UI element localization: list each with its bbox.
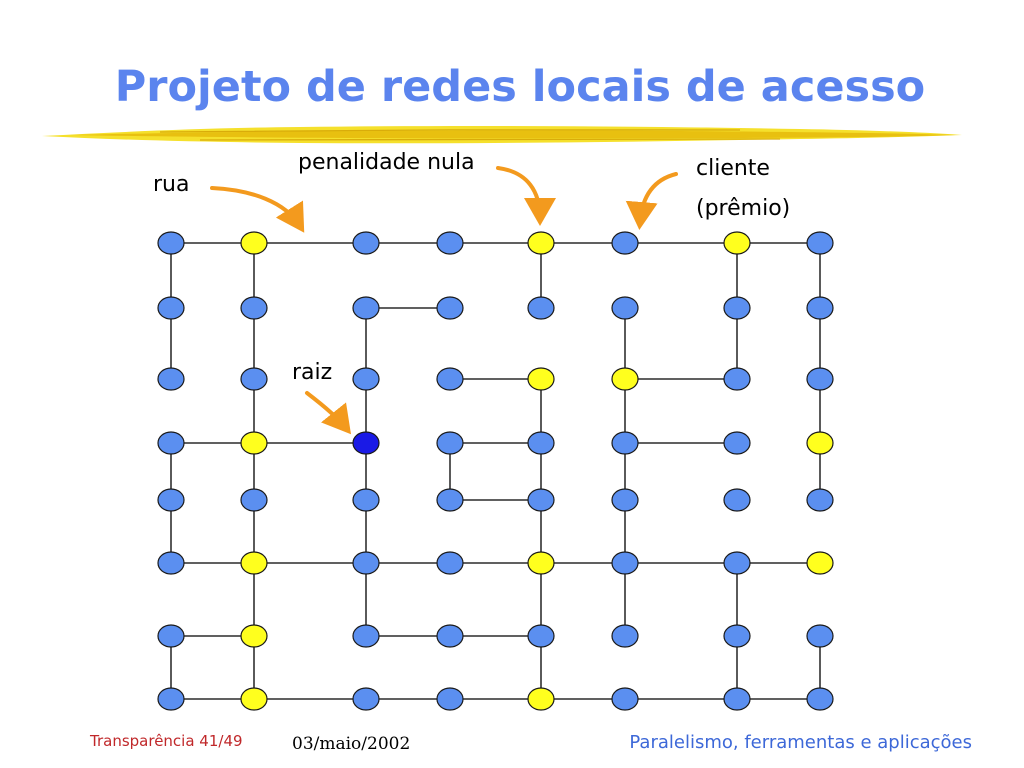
graph-node-street [806, 624, 834, 648]
graph-node-client [240, 551, 268, 575]
footer-date: 03/maio/2002 [292, 734, 411, 754]
graph-node-street [352, 296, 380, 320]
graph-node-street [527, 296, 555, 320]
graph-node-client [723, 231, 751, 255]
graph-node-street [352, 551, 380, 575]
edge-layer [170, 242, 821, 700]
graph-node-street [611, 231, 639, 255]
graph-node-street [436, 551, 464, 575]
label-raiz: raiz [292, 360, 333, 385]
graph-node-client [240, 431, 268, 455]
graph-node-street [611, 431, 639, 455]
graph-node-street [352, 231, 380, 255]
graph-node-street [436, 296, 464, 320]
graph-node-street [157, 296, 185, 320]
title-underline-brush [42, 125, 962, 144]
graph-node-street [157, 551, 185, 575]
footer-course-title: Paralelismo, ferramentas e aplicações [629, 732, 972, 753]
graph-node-street [806, 488, 834, 512]
graph-node-street [723, 687, 751, 711]
graph-node-client [240, 687, 268, 711]
label-rua: rua [153, 172, 190, 197]
graph-node-street [436, 624, 464, 648]
graph-node-street [611, 551, 639, 575]
footer-slide-number: Transparência 41/49 [90, 732, 243, 750]
graph-node-client [527, 551, 555, 575]
graph-node-client [611, 367, 639, 391]
graph-node-street [611, 624, 639, 648]
label-penalidade-nula: penalidade nula [298, 150, 475, 175]
graph-node-street [527, 431, 555, 455]
graph-node-street [723, 551, 751, 575]
node-layer [157, 231, 834, 711]
graph-node-street [157, 367, 185, 391]
graph-node-street [352, 367, 380, 391]
graph-node-street [157, 431, 185, 455]
graph-node-client [527, 687, 555, 711]
graph-node-street [240, 367, 268, 391]
graph-node-street [157, 488, 185, 512]
label-premio: (prêmio) [696, 196, 791, 221]
graph-node-street [806, 367, 834, 391]
graph-node-street [240, 296, 268, 320]
graph-node-client [240, 231, 268, 255]
graph-node-street [723, 488, 751, 512]
graph-node-street [436, 488, 464, 512]
graph-node-street [611, 296, 639, 320]
graph-node-street [352, 624, 380, 648]
graph-node-client [240, 624, 268, 648]
graph-node-street [723, 296, 751, 320]
graph-node-street [157, 624, 185, 648]
graph-node-street [352, 687, 380, 711]
arrow-penalidade [496, 166, 556, 226]
graph-node-street [806, 231, 834, 255]
graph-node-street [611, 488, 639, 512]
graph-node-street [723, 431, 751, 455]
page-title: Projeto de redes locais de acesso [114, 62, 926, 112]
graph-node-street [806, 296, 834, 320]
graph-node-street [352, 488, 380, 512]
graph-node-client [806, 431, 834, 455]
graph-node-street [806, 687, 834, 711]
label-cliente: cliente [696, 156, 770, 181]
graph-node-client [527, 367, 555, 391]
graph-node-root [352, 431, 380, 455]
graph-node-street [436, 687, 464, 711]
graph-node-street [436, 431, 464, 455]
graph-node-street [527, 488, 555, 512]
annotation-arrows [210, 166, 678, 435]
arrow-rua [210, 186, 305, 233]
arrow-raiz [305, 391, 351, 435]
arrow-cliente [625, 172, 678, 230]
graph-node-street [157, 687, 185, 711]
graph-node-street [157, 231, 185, 255]
graph-node-street [436, 367, 464, 391]
graph-node-client [806, 551, 834, 575]
graph-node-street [527, 624, 555, 648]
graph-node-street [723, 624, 751, 648]
graph-node-street [611, 687, 639, 711]
graph-node-client [527, 231, 555, 255]
graph-node-street [436, 231, 464, 255]
graph-node-street [240, 488, 268, 512]
graph-node-street [723, 367, 751, 391]
